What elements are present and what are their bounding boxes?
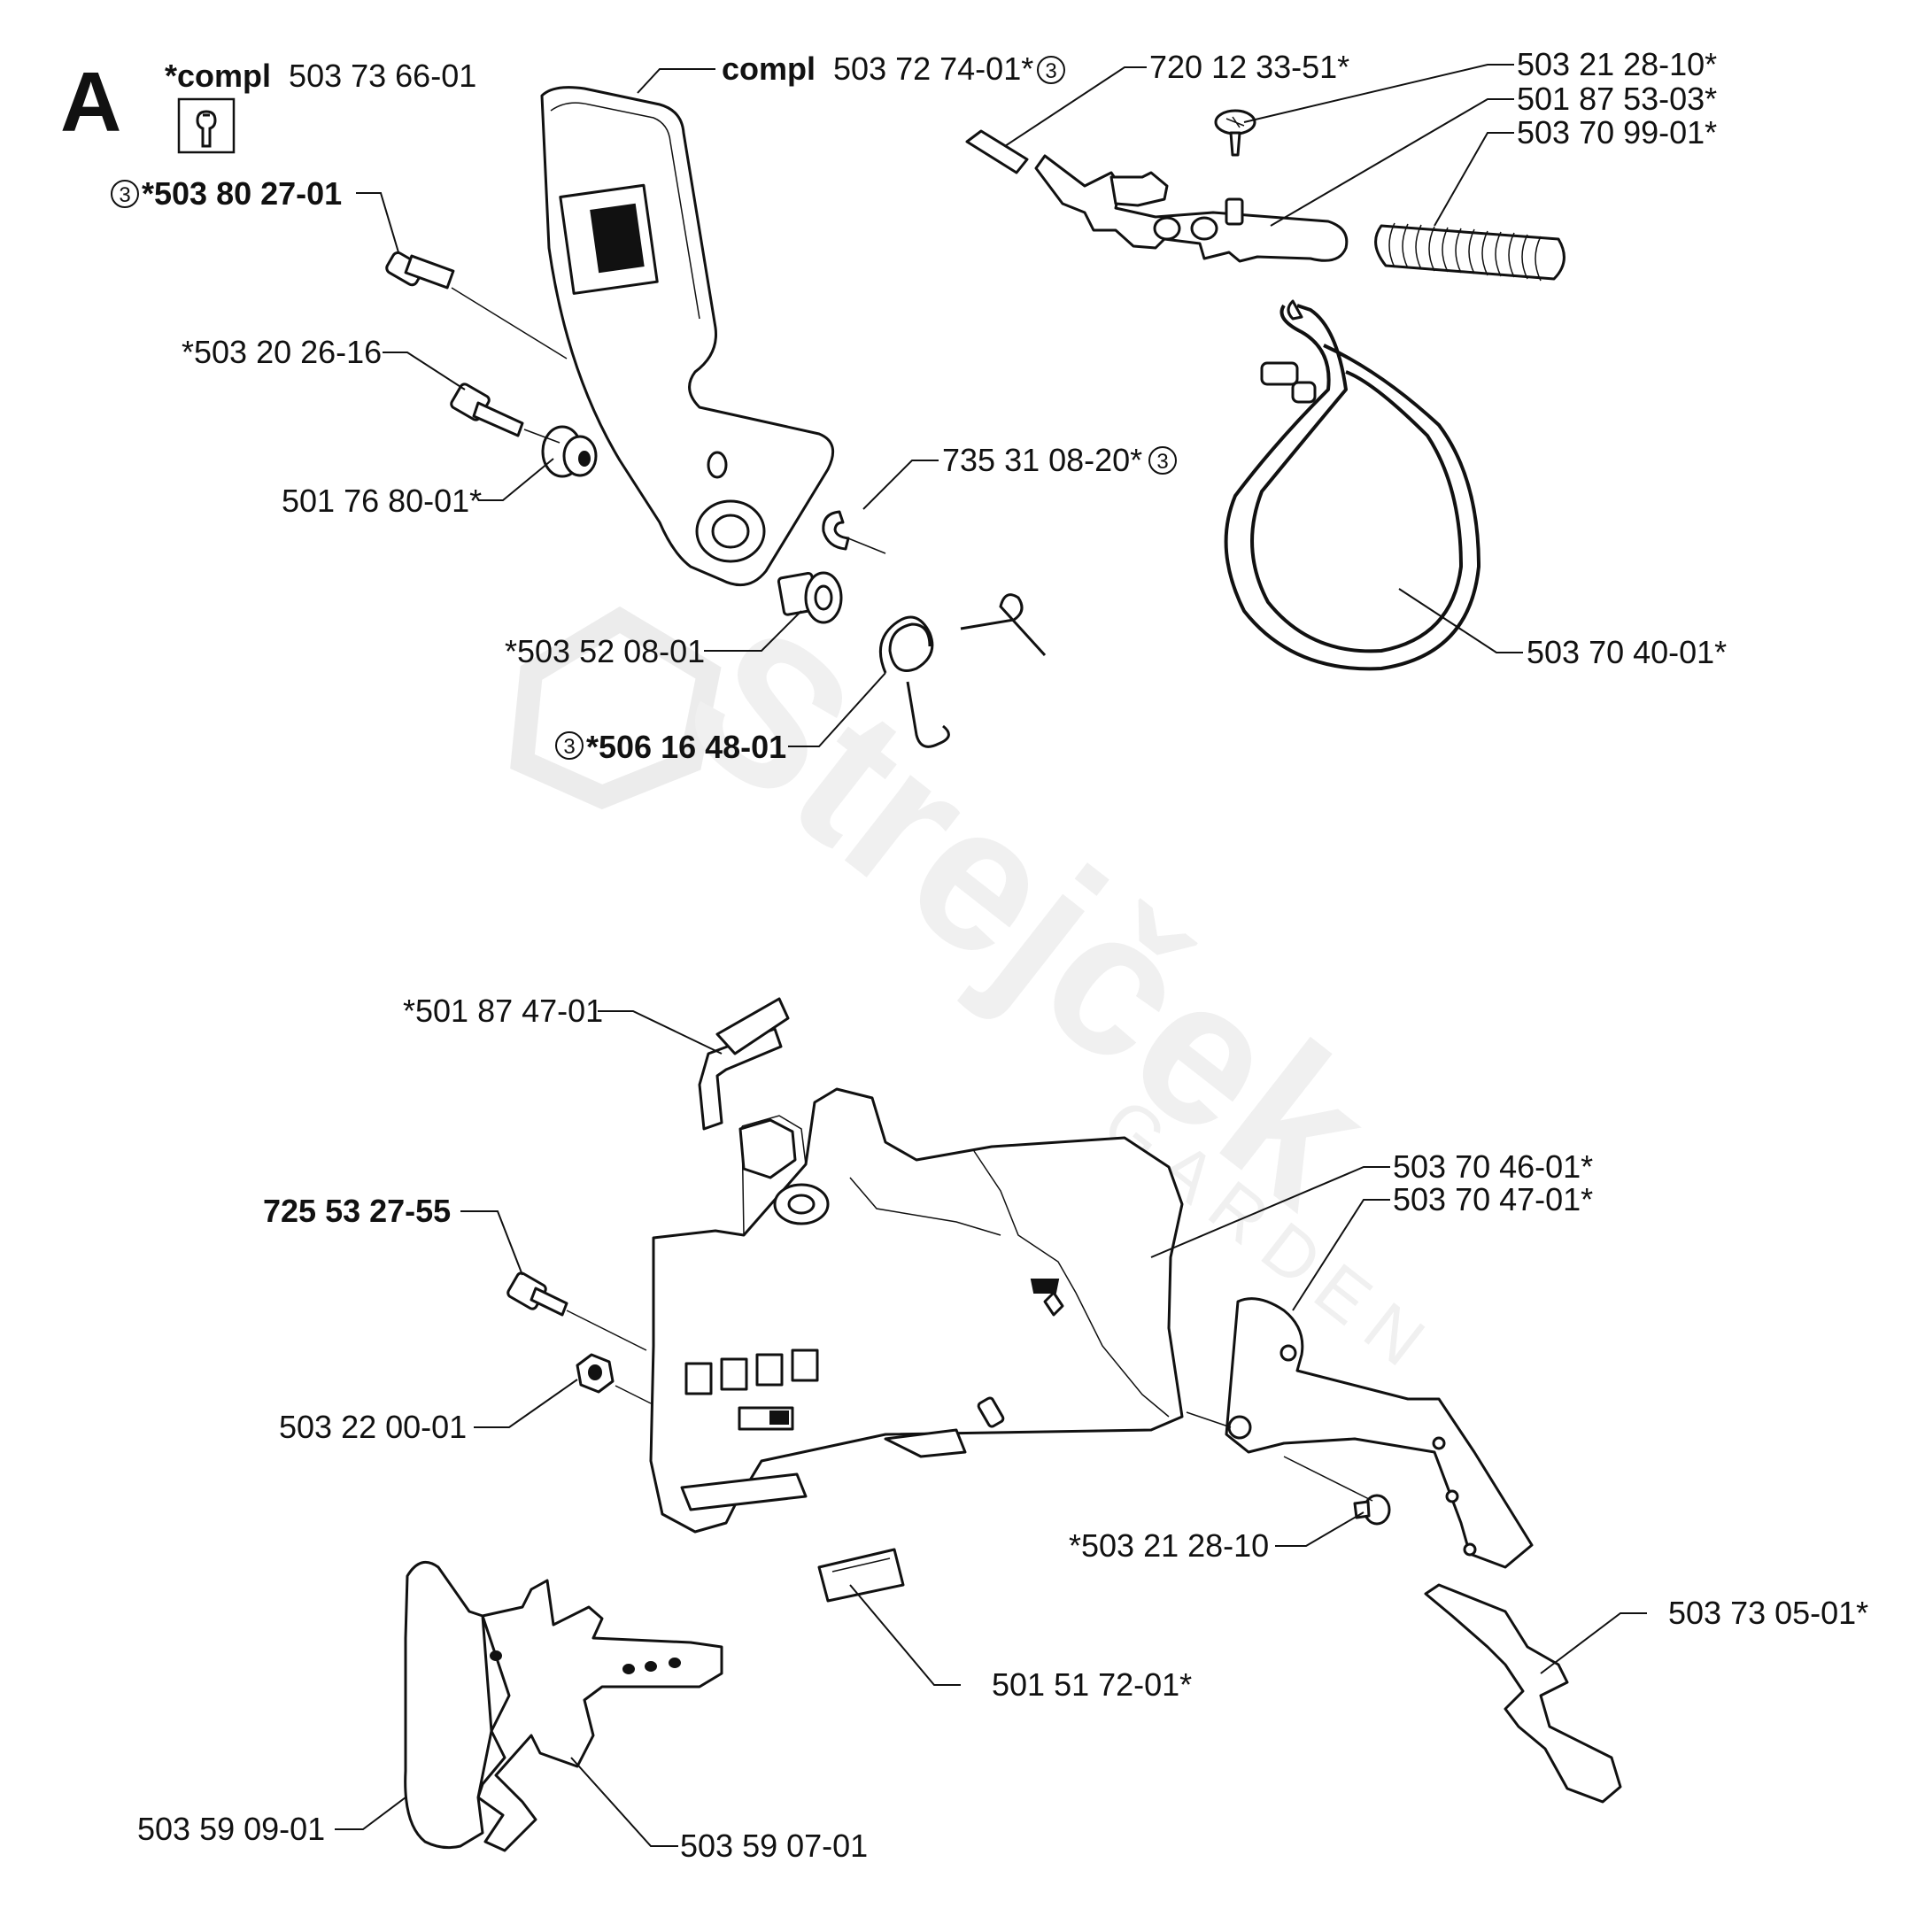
label-compl-guard: compl 503 72 74-01*: [722, 50, 1033, 87]
label-503-52-08-01: *503 52 08-01: [505, 633, 705, 669]
label-503-70-99-01: 503 70 99-01*: [1517, 114, 1717, 151]
label-501-51-72-01: 501 51 72-01*: [992, 1666, 1192, 1703]
screw-plate-part: [1353, 1494, 1391, 1526]
clutch-cover-part: [649, 1087, 1184, 1534]
screw-cover-part: [506, 1271, 568, 1317]
label-503-59-09-01: 503 59 09-01: [137, 1811, 325, 1847]
label-503-21-28-10-top: 503 21 28-10*: [1517, 46, 1717, 82]
label-501-87-53-03: 501 87 53-03*: [1517, 81, 1717, 117]
wrench-icon: [177, 97, 236, 154]
brake-handle-part: [540, 86, 835, 587]
circle-mark-icon: 3: [555, 731, 584, 760]
screw-small-part: [1214, 109, 1256, 157]
label-501-76-80-01: 501 76 80-01*: [282, 483, 482, 519]
label-503-22-00-01: 503 22 00-01: [279, 1409, 467, 1445]
label-compl-guard-prefix: compl: [722, 50, 816, 87]
label-501-87-47-01: *501 87 47-01: [403, 993, 603, 1029]
label-503-70-40-01: 503 70 40-01*: [1527, 634, 1727, 670]
svg-text:3: 3: [119, 183, 130, 207]
label-503-73-05-01: 503 73 05-01*: [1668, 1595, 1868, 1631]
label-compl-kit-number: 503 73 66-01: [289, 58, 476, 94]
circle-mark-icon: 3: [1037, 56, 1065, 84]
svg-text:3: 3: [1045, 59, 1056, 83]
label-compl-guard-number: 503 72 74-01*: [833, 50, 1033, 87]
bolt-part: [385, 251, 455, 290]
label-compl-kit: *compl 503 73 66-01: [165, 58, 476, 94]
label-compl-kit-prefix: *compl: [165, 58, 271, 94]
leader-lines: [335, 64, 1647, 1847]
nut-part: [541, 425, 598, 478]
plug-part: [817, 1548, 905, 1603]
bumper-spike-part: [476, 1579, 723, 1852]
label-503-21-28-10-bottom: *503 21 28-10: [1069, 1527, 1269, 1564]
label-506-16-48-01: *506 16 48-01: [586, 729, 786, 765]
circlip-part: [822, 510, 850, 551]
label-503-59-07-01: 503 59 07-01: [680, 1828, 868, 1864]
inner-plate-part: [1225, 1297, 1534, 1569]
circle-mark-icon: 3: [1148, 446, 1177, 475]
label-503-80-27-01: *503 80 27-01: [142, 175, 342, 212]
bar-nut-part: [576, 1353, 615, 1394]
bumper-plate-part: [404, 1560, 493, 1850]
screw-part: [450, 383, 524, 437]
bushing-part: [777, 571, 843, 624]
circle-mark-icon: 3: [111, 180, 139, 208]
label-720-12-33-51: 720 12 33-51*: [1149, 49, 1349, 85]
pin-part: [965, 129, 1029, 174]
label-735-31-08-20: 735 31 08-20*: [942, 442, 1142, 478]
label-503-70-46-01: 503 70 46-01*: [1393, 1148, 1593, 1185]
svg-text:3: 3: [563, 735, 575, 759]
catcher-plate-part: [1424, 1583, 1622, 1804]
section-letter: A: [60, 55, 121, 150]
label-503-20-26-16: *503 20 26-16: [182, 334, 382, 370]
torsion-spring-part: [878, 593, 1047, 748]
brake-lever-part: [1034, 154, 1349, 263]
watermark-logo-icon: [510, 606, 722, 810]
coil-spring-part: [1374, 222, 1566, 282]
brake-band-part: [1224, 299, 1480, 671]
label-503-70-47-01: 503 70 47-01*: [1393, 1181, 1593, 1217]
svg-text:3: 3: [1156, 450, 1168, 474]
chain-guide-part: [698, 997, 790, 1131]
label-725-53-27-55: 725 53 27-55: [263, 1193, 451, 1229]
